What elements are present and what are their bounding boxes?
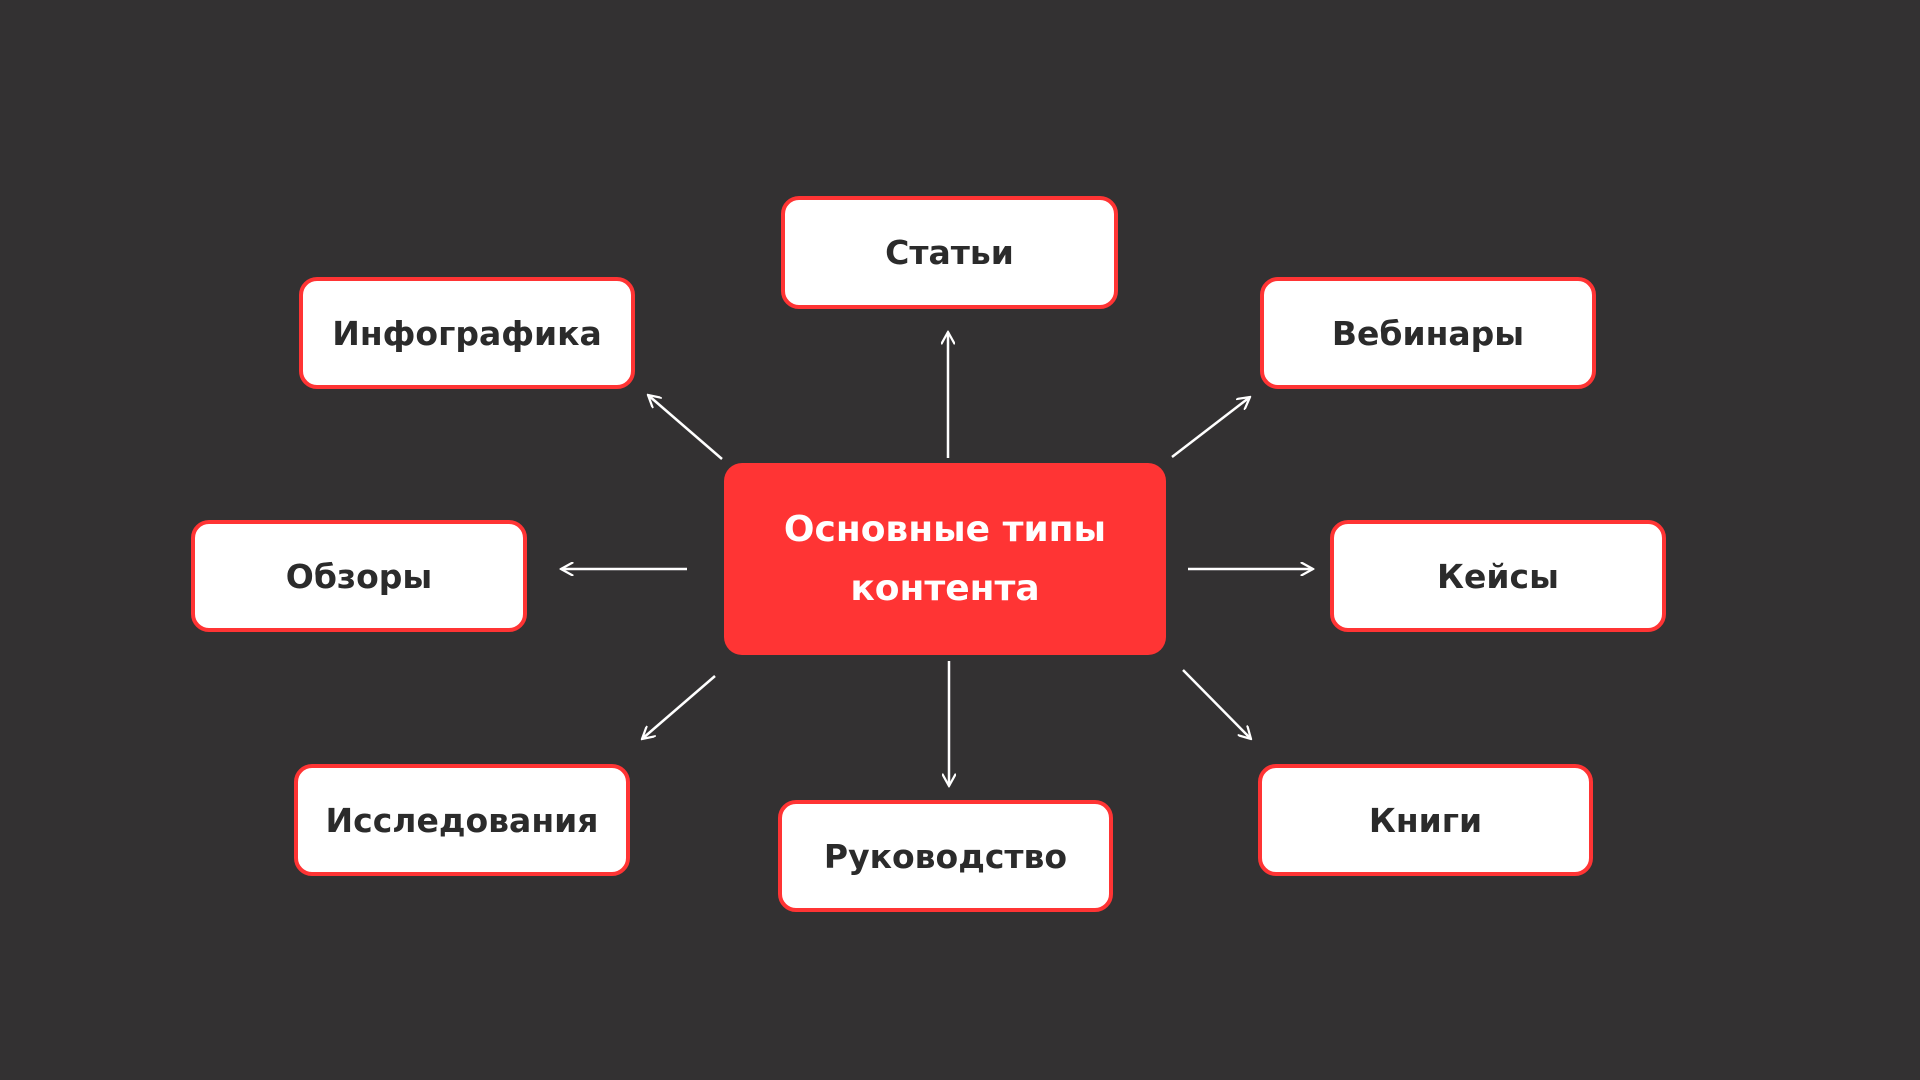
node-label: Книги <box>1368 800 1483 840</box>
node-label: Обзоры <box>285 556 433 596</box>
node-label: Статьи <box>885 233 1014 272</box>
center-node: Основные типы контента <box>724 463 1166 655</box>
node-books: Книги <box>1258 764 1593 876</box>
node-research: Исследования <box>294 764 630 876</box>
arrow-to-webinars <box>1171 397 1250 458</box>
node-reviews: Обзоры <box>191 520 527 632</box>
node-articles: Статьи <box>781 196 1118 309</box>
node-webinars: Вебинары <box>1260 277 1596 389</box>
node-guide: Руководство <box>778 800 1113 912</box>
node-label: Кейсы <box>1437 556 1559 596</box>
arrow-to-books <box>1182 669 1251 739</box>
node-label: Исследования <box>325 800 599 840</box>
arrow-to-infographics <box>648 395 723 460</box>
arrow-to-research <box>642 675 716 739</box>
node-cases: Кейсы <box>1330 520 1666 632</box>
node-infographics: Инфографика <box>299 277 635 389</box>
node-label: Инфографика <box>332 313 602 353</box>
node-label: Вебинары <box>1331 313 1525 353</box>
center-label: Основные типы контента <box>783 509 1107 609</box>
node-label: Руководство <box>823 836 1068 876</box>
